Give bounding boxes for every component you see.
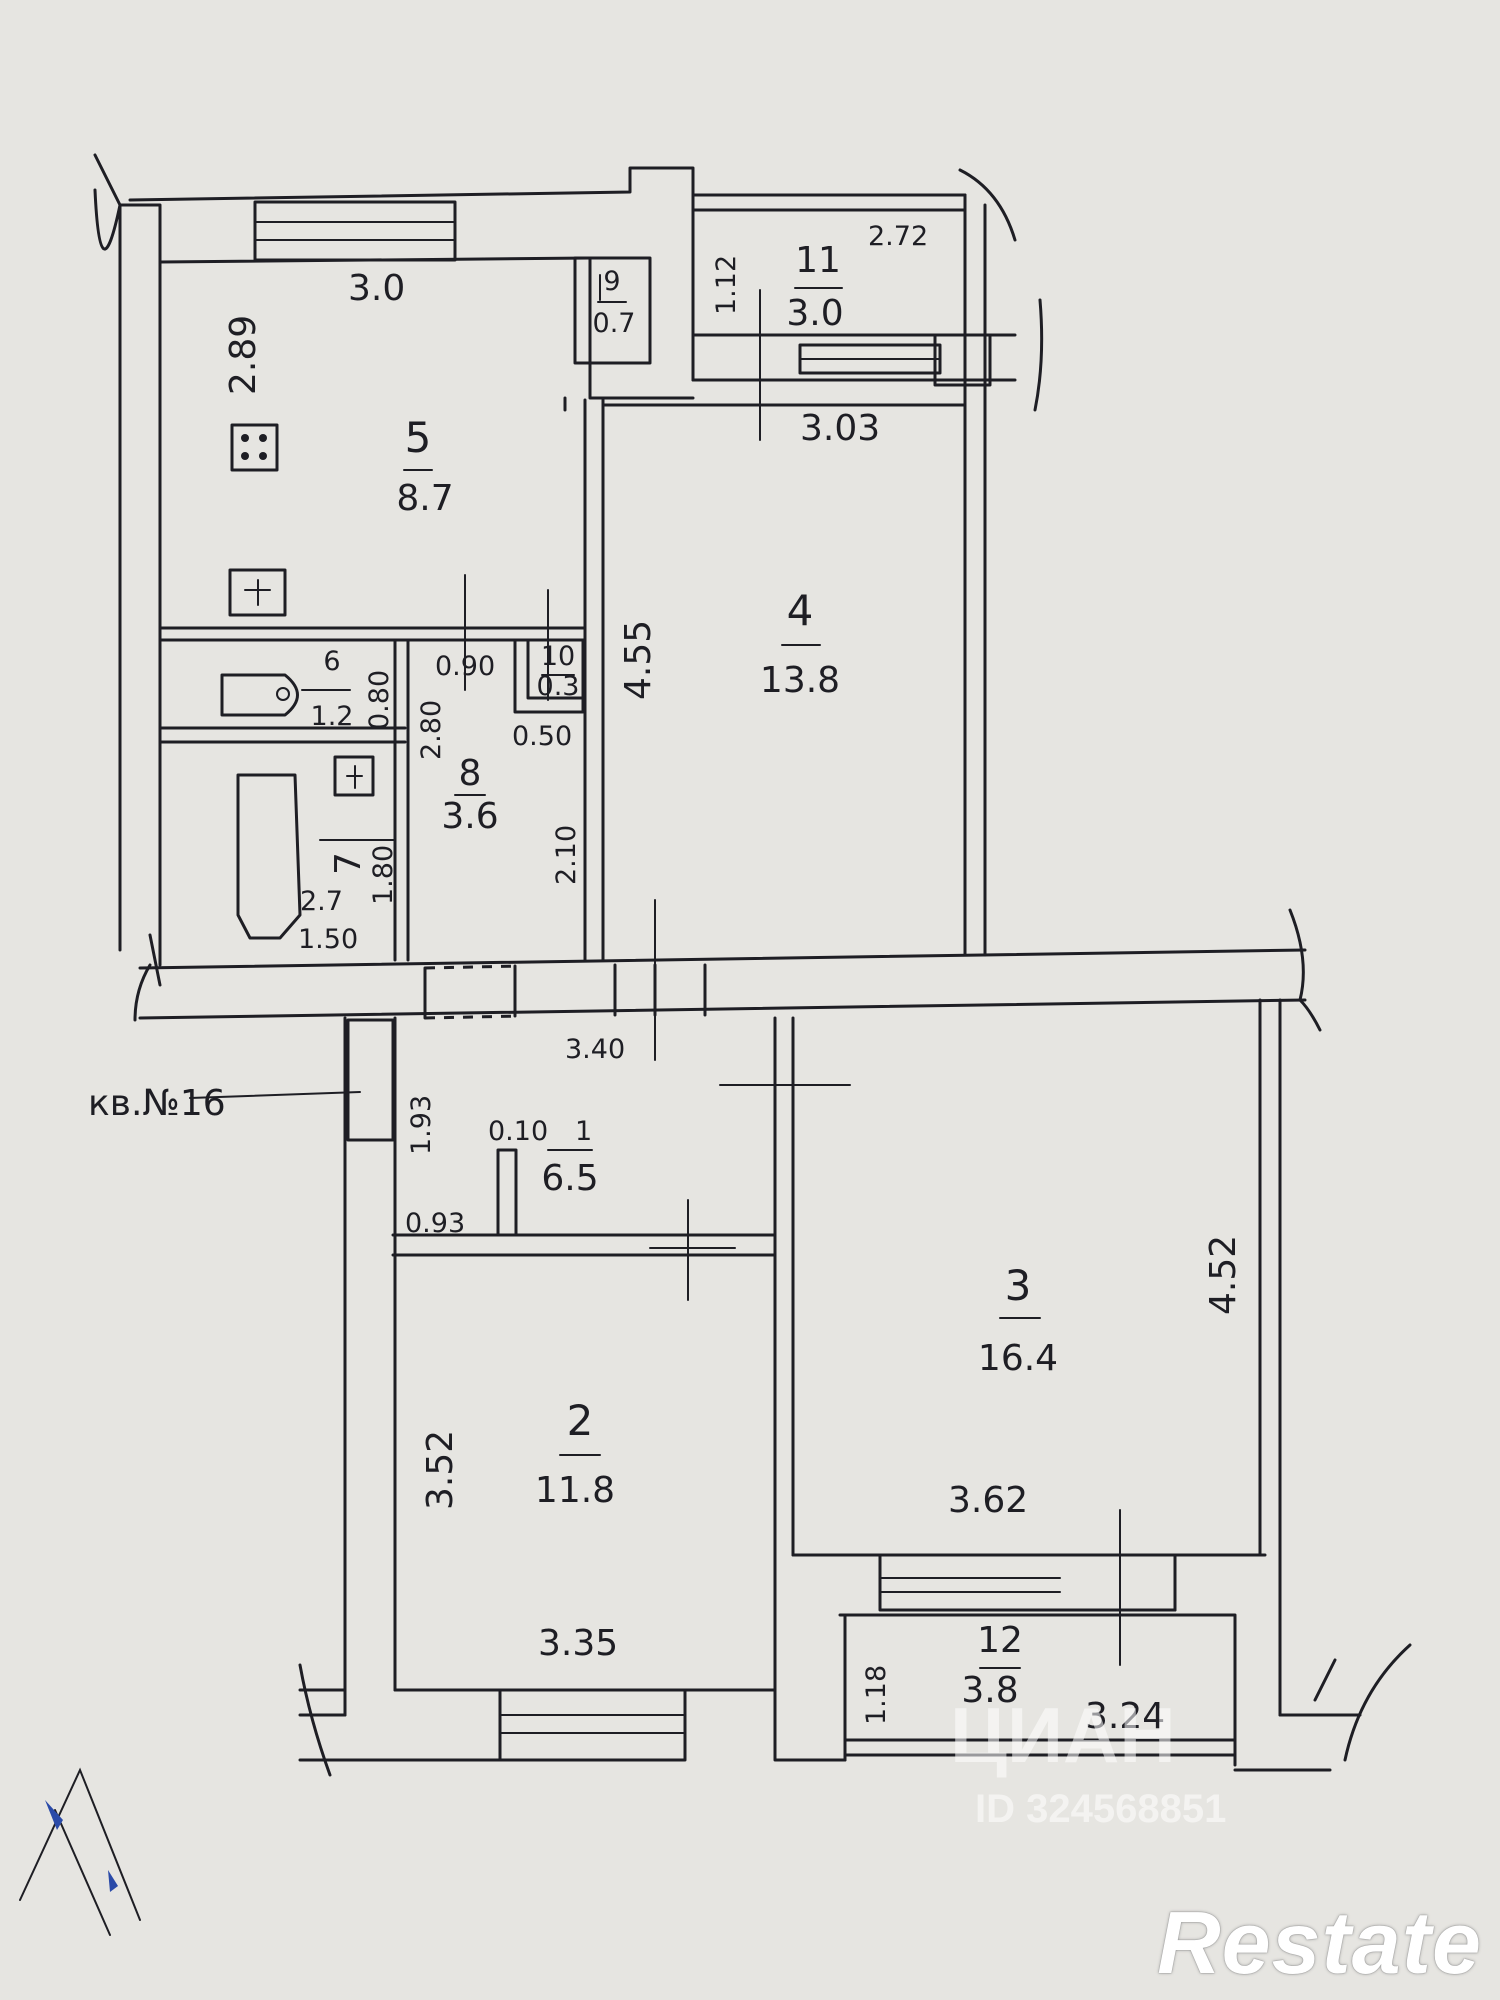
dim-balcony-bottom-depth: 1.18: [861, 1665, 892, 1725]
room-8-area: 3.6: [441, 796, 498, 837]
room-4-number: 4: [787, 586, 814, 635]
dim-wc-height: 0.80: [364, 670, 395, 730]
room-12-number: 12: [977, 1620, 1023, 1661]
room-2-number: 2: [567, 1396, 594, 1445]
fixtures: [220, 423, 375, 940]
dim-balcony-bottom-length: 3.24: [1085, 1696, 1165, 1737]
dim-kitchen-height: 2.89: [223, 315, 264, 395]
room-7-number: 7: [328, 852, 369, 875]
room-4-area: 13.8: [760, 660, 840, 701]
middle-slab: [133, 908, 1322, 1032]
dim-room2-width: 3.35: [538, 1623, 618, 1664]
dim-bath-height: 1.80: [368, 845, 399, 905]
room-5-area: 8.7: [396, 478, 453, 519]
dim-room4-height: 4.55: [618, 620, 659, 700]
dim-room4-width: 3.03: [800, 408, 880, 449]
toilet-icon: [220, 673, 299, 717]
room-3-area: 16.4: [978, 1338, 1058, 1379]
pen-marks: [19, 1767, 141, 1936]
room-6-number: 6: [323, 646, 340, 677]
dim-bath-width: 1.50: [298, 924, 358, 955]
dim-corridor8-height: 2.80: [416, 700, 447, 760]
room-8-number: 8: [459, 753, 482, 794]
balcony-11-walls: [691, 168, 1044, 957]
room-2-area: 11.8: [535, 1470, 615, 1511]
room-12-area: 3.8: [961, 1670, 1018, 1711]
room-7-area: 2.7: [300, 886, 343, 917]
dim-hall-depth: 0.93: [405, 1208, 465, 1239]
room-3-number: 3: [1005, 1261, 1032, 1310]
room-11-number: 11: [795, 240, 841, 281]
watermark-logo: ЦИАН: [950, 1691, 1176, 1779]
dim-room3-height: 4.52: [1203, 1235, 1244, 1315]
basin-icon: [333, 755, 375, 797]
dim-hall-width: 3.40: [565, 1034, 625, 1065]
interior-walls-top: [158, 256, 967, 962]
dim-kitchen-width: 3.0: [348, 268, 405, 309]
walls-bottom: [298, 998, 1412, 1777]
room-10-area: 0.3: [537, 671, 580, 702]
room-1-area: 6.5: [541, 1158, 598, 1199]
dim-corridor8-lower: 2.10: [551, 825, 582, 885]
sink-icon: [228, 568, 287, 617]
room-1-number: 1: [575, 1116, 592, 1147]
dim-closet10-width: 0.50: [512, 721, 572, 752]
dimension-ticks: [189, 274, 1121, 1666]
room-10-number: 10: [541, 641, 575, 672]
apartment-label: кв.№16: [88, 1083, 226, 1124]
outer-walls-top: [93, 153, 695, 967]
room-9-number: 9: [603, 266, 620, 297]
bathtub-icon: [236, 773, 302, 940]
room-5-number: 5: [405, 413, 432, 462]
dim-wc-width: 0.90: [435, 651, 495, 682]
dim-balcony-top-depth: 1.12: [711, 255, 742, 315]
room-9-area: 0.7: [593, 308, 636, 339]
room-11-area: 3.0: [786, 293, 843, 334]
brand-logo: Restate: [1157, 1893, 1482, 1992]
dim-balcony-top-length: 2.72: [868, 221, 928, 252]
dim-hall-closet: 0.10: [488, 1116, 548, 1147]
dim-room2-height: 3.52: [420, 1430, 461, 1510]
dim-room3-width: 3.62: [948, 1480, 1028, 1521]
watermark-id: ID 324568851: [975, 1787, 1226, 1831]
stove-icon: [230, 423, 279, 472]
dim-hall-height: 1.93: [406, 1095, 437, 1155]
room-6-area: 1.2: [311, 701, 354, 732]
